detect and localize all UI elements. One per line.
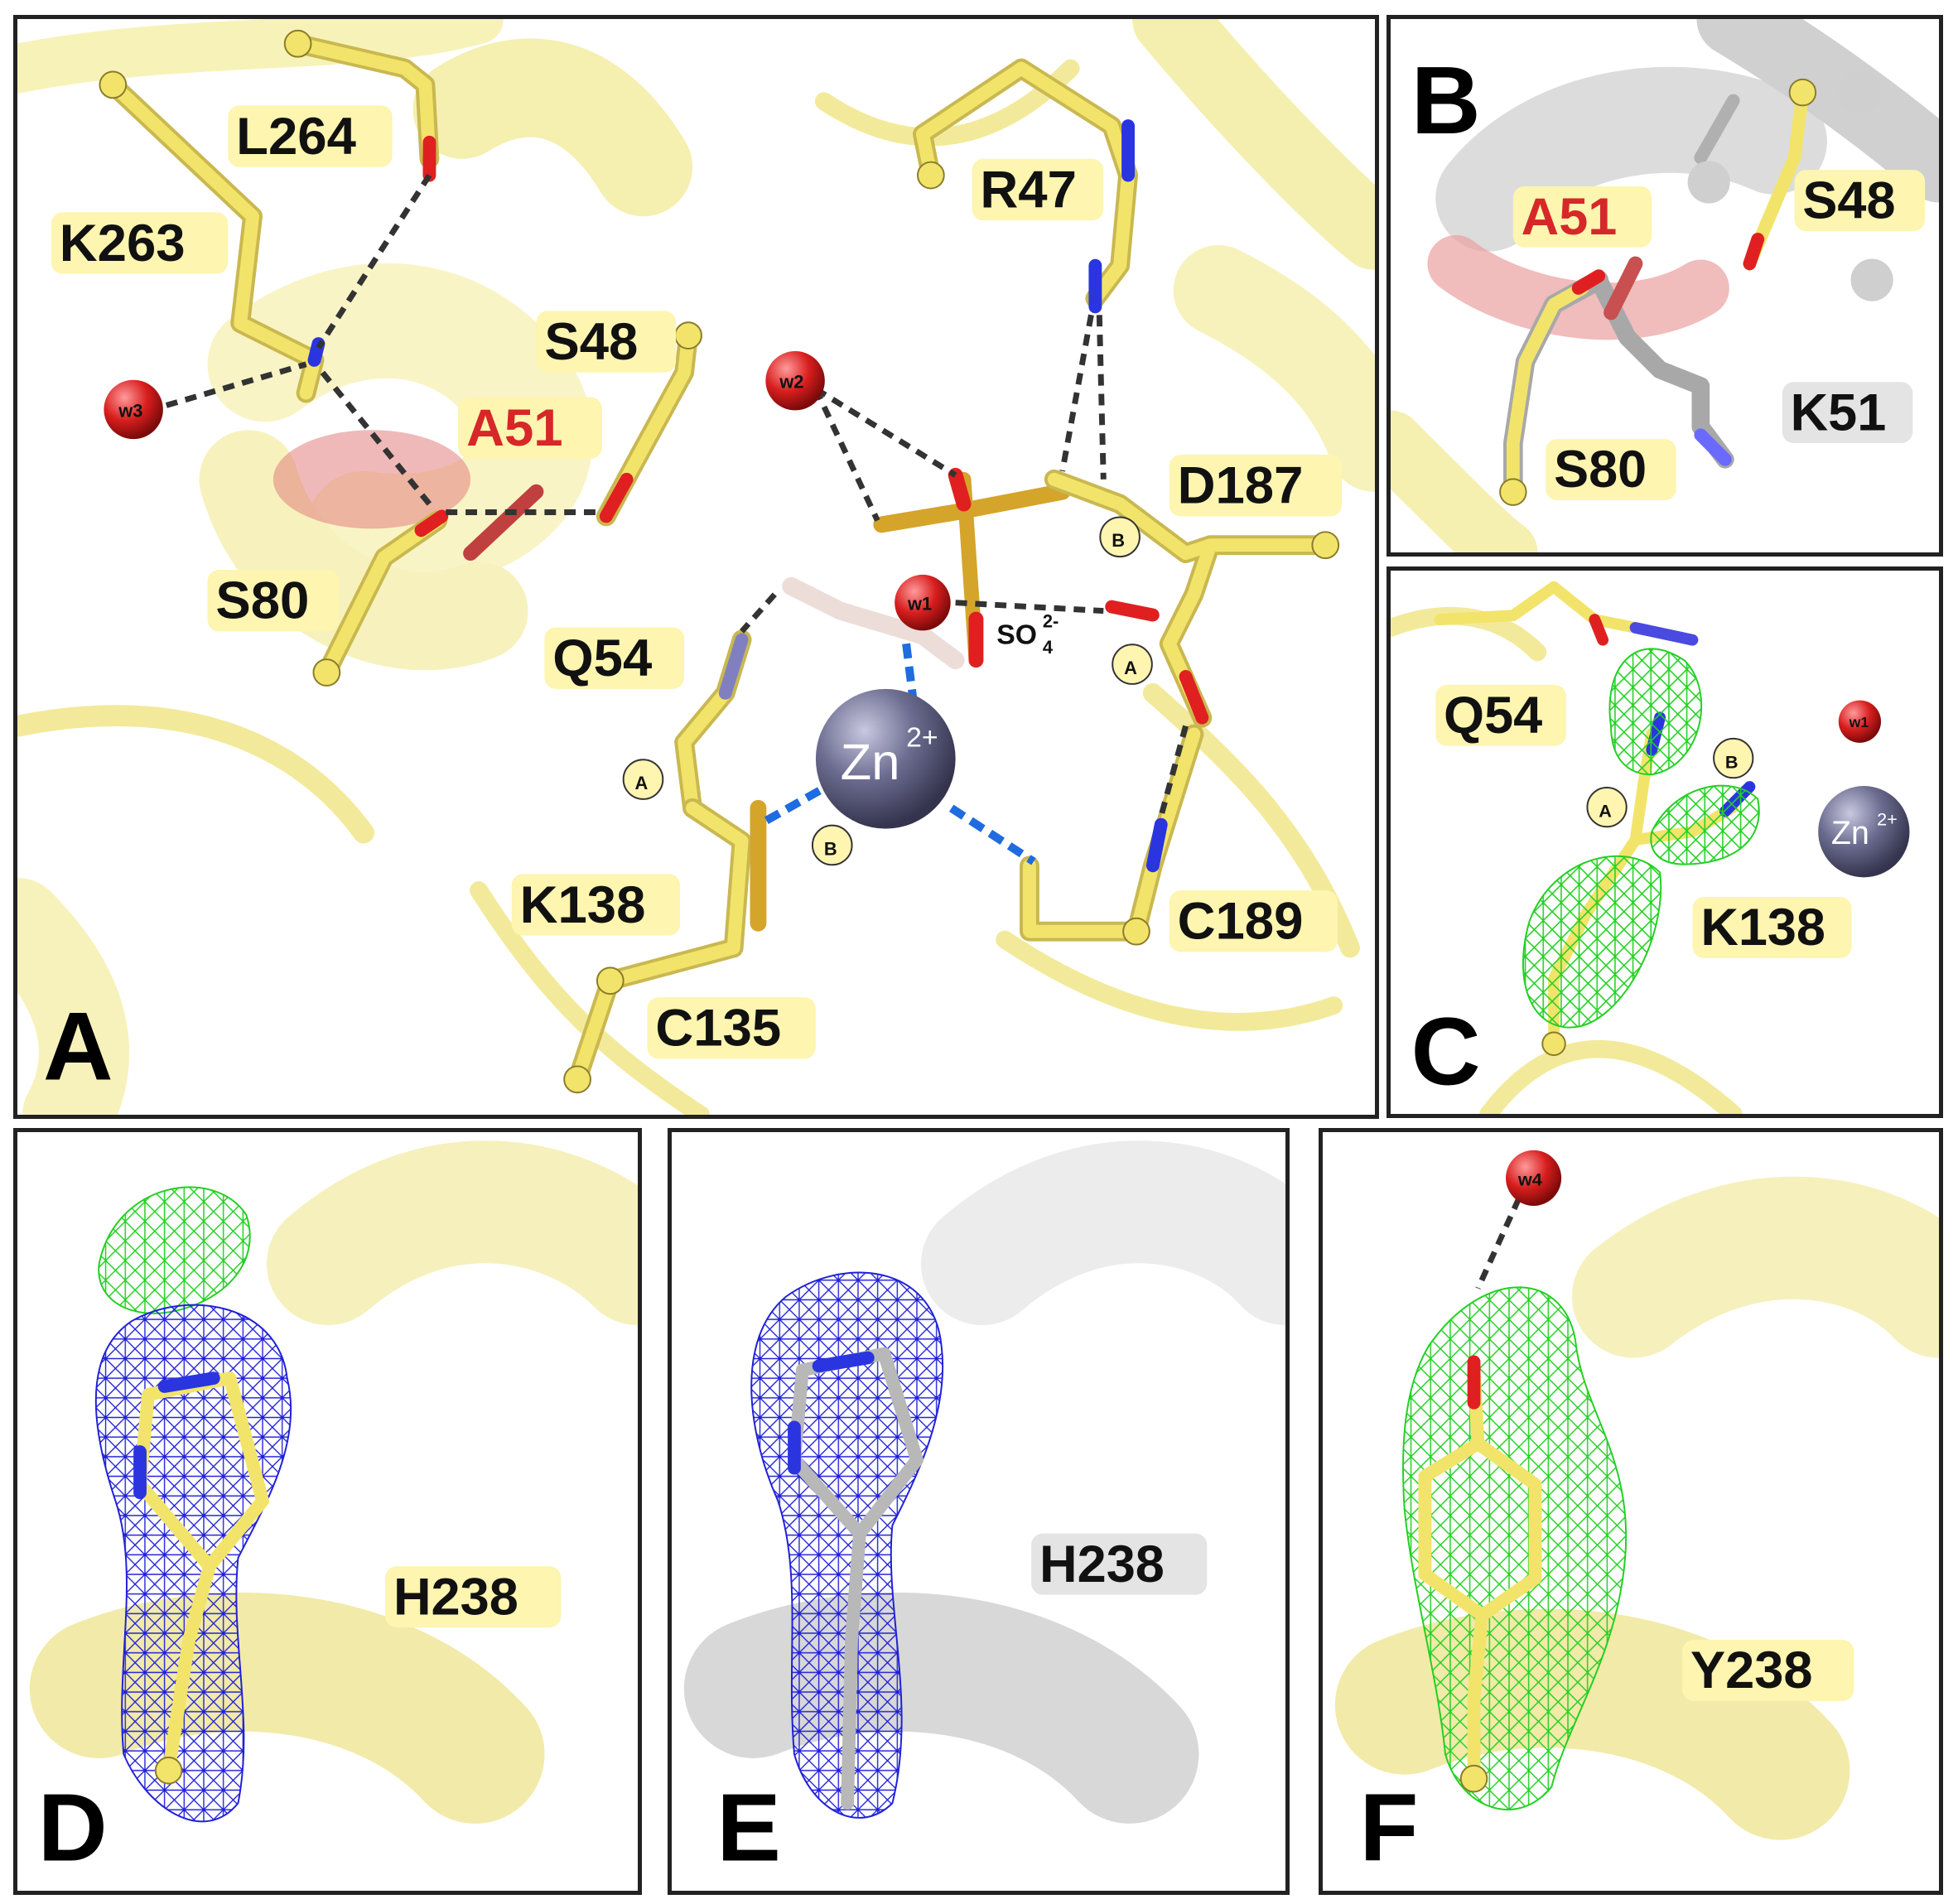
conformer-b: B bbox=[1725, 751, 1739, 772]
label-h238: H238 bbox=[1039, 1535, 1165, 1593]
label-c189: C189 bbox=[1178, 893, 1304, 951]
tyrosine-sticks bbox=[1418, 1355, 1542, 1777]
panel-letter-c: C bbox=[1411, 998, 1481, 1106]
panel-letter-f: F bbox=[1359, 1773, 1418, 1881]
label-h238: H238 bbox=[393, 1568, 518, 1626]
label-d187: D187 bbox=[1178, 457, 1304, 515]
residue-sticks bbox=[1503, 85, 1810, 502]
sulfate-label-charge: 2- bbox=[1043, 610, 1059, 631]
water-w1-label: w1 bbox=[907, 594, 932, 615]
conformer-a: A bbox=[1599, 800, 1612, 821]
water-w1: w1 bbox=[1838, 700, 1882, 743]
label-k138: K138 bbox=[1700, 899, 1825, 957]
residue-sticks bbox=[103, 33, 1336, 1090]
label-k263: K263 bbox=[60, 215, 186, 272]
panel-letter-d: D bbox=[38, 1773, 108, 1881]
conformer-b-d187: B bbox=[1112, 530, 1125, 551]
sulfate-label: SO 4 2- bbox=[996, 610, 1059, 658]
hydrogen-bonds bbox=[165, 173, 1189, 817]
panel-letter-a: A bbox=[43, 991, 113, 1100]
water-w3-label: w3 bbox=[118, 400, 142, 421]
hydrogen-bond bbox=[1475, 1197, 1522, 1290]
histidine-sticks bbox=[133, 1371, 269, 1777]
panel-f-structure: w4 Y238 F bbox=[1334, 1150, 1939, 1881]
sulfate-label-main: SO bbox=[996, 619, 1037, 650]
label-y238: Y238 bbox=[1690, 1641, 1812, 1699]
label-l264: L264 bbox=[236, 108, 356, 166]
label-k138: K138 bbox=[520, 876, 646, 934]
panel-c-structure: Zn 2+ w1 B A Q54 K138 C bbox=[1391, 581, 1910, 1114]
panel-a-structure: Zn 2+ w3 w2 w1 SO 4 2- B A A B L264 K263… bbox=[17, 19, 1375, 1115]
panel-e: H238 E bbox=[668, 1128, 1290, 1895]
conformer-a-d187: A bbox=[1124, 658, 1137, 678]
water-w4-label: w4 bbox=[1517, 1169, 1542, 1189]
water-molecules: w3 w2 w1 bbox=[104, 350, 951, 631]
label-bg bbox=[1031, 1533, 1208, 1595]
atom-spheres bbox=[1541, 1031, 1566, 1057]
panel-e-structure: H238 E bbox=[683, 1140, 1285, 1881]
label-a51: A51 bbox=[1522, 188, 1618, 246]
atom-spheres bbox=[1499, 71, 1893, 506]
zinc-charge: 2+ bbox=[1877, 808, 1898, 829]
panel-b-structure: A51 S48 K51 S80 B bbox=[1391, 19, 1939, 552]
label-bg bbox=[385, 1566, 562, 1628]
label-r47: R47 bbox=[980, 161, 1077, 219]
label-s48: S48 bbox=[544, 313, 638, 371]
label-bg bbox=[1682, 1639, 1854, 1701]
sulfate-label-sub: 4 bbox=[1043, 637, 1054, 658]
label-s48: S48 bbox=[1802, 171, 1895, 229]
a51-highlight-region bbox=[272, 430, 471, 529]
ca-atom bbox=[154, 1757, 183, 1785]
label-a51: A51 bbox=[466, 399, 562, 457]
panel-d-structure: H238 D bbox=[29, 1140, 638, 1881]
histidine-sticks bbox=[788, 1347, 924, 1810]
panel-letter-b: B bbox=[1411, 46, 1481, 154]
label-c135: C135 bbox=[655, 1000, 781, 1058]
water-w1-label: w1 bbox=[1849, 714, 1869, 730]
residue-labels: Q54 K138 bbox=[1435, 684, 1852, 958]
water-w2-label: w2 bbox=[779, 372, 803, 393]
atom-spheres bbox=[99, 29, 1340, 1094]
residue-labels: L264 K263 R47 S48 A51 D187 S80 Q54 K138 … bbox=[51, 105, 1343, 1059]
label-s80: S80 bbox=[215, 572, 309, 630]
density-mesh bbox=[1522, 648, 1760, 1029]
zinc-ion: Zn 2+ bbox=[815, 688, 956, 829]
conformer-a-k138: A bbox=[635, 773, 649, 793]
ca-atom bbox=[1459, 1764, 1488, 1793]
panel-a: Zn 2+ w3 w2 w1 SO 4 2- B A A B L264 K263… bbox=[13, 15, 1379, 1119]
conformer-markers: B A A B bbox=[622, 516, 1153, 866]
panel-b: A51 S48 K51 S80 B bbox=[1387, 15, 1943, 557]
zinc-ion: Zn 2+ bbox=[1818, 786, 1910, 878]
label-q54: Q54 bbox=[552, 629, 652, 687]
zinc-label: Zn bbox=[841, 734, 900, 791]
label-k51: K51 bbox=[1791, 383, 1887, 441]
panel-f: w4 Y238 F bbox=[1319, 1128, 1943, 1895]
panel-letter-e: E bbox=[716, 1773, 781, 1881]
zinc-label: Zn bbox=[1831, 815, 1869, 851]
panel-c: Zn 2+ w1 B A Q54 K138 C bbox=[1387, 566, 1943, 1118]
label-q54: Q54 bbox=[1444, 687, 1542, 745]
density-mesh-green bbox=[1402, 1286, 1628, 1810]
density-mesh-green bbox=[98, 1186, 251, 1314]
water-w4: w4 bbox=[1506, 1150, 1562, 1206]
conformer-markers: B A bbox=[1586, 737, 1754, 828]
conformer-b-k138: B bbox=[824, 838, 837, 859]
panel-d: H238 D bbox=[13, 1128, 642, 1895]
zinc-charge: 2+ bbox=[906, 721, 938, 753]
residue-labels: A51 S48 K51 S80 bbox=[1512, 170, 1926, 500]
label-s80: S80 bbox=[1554, 441, 1647, 499]
